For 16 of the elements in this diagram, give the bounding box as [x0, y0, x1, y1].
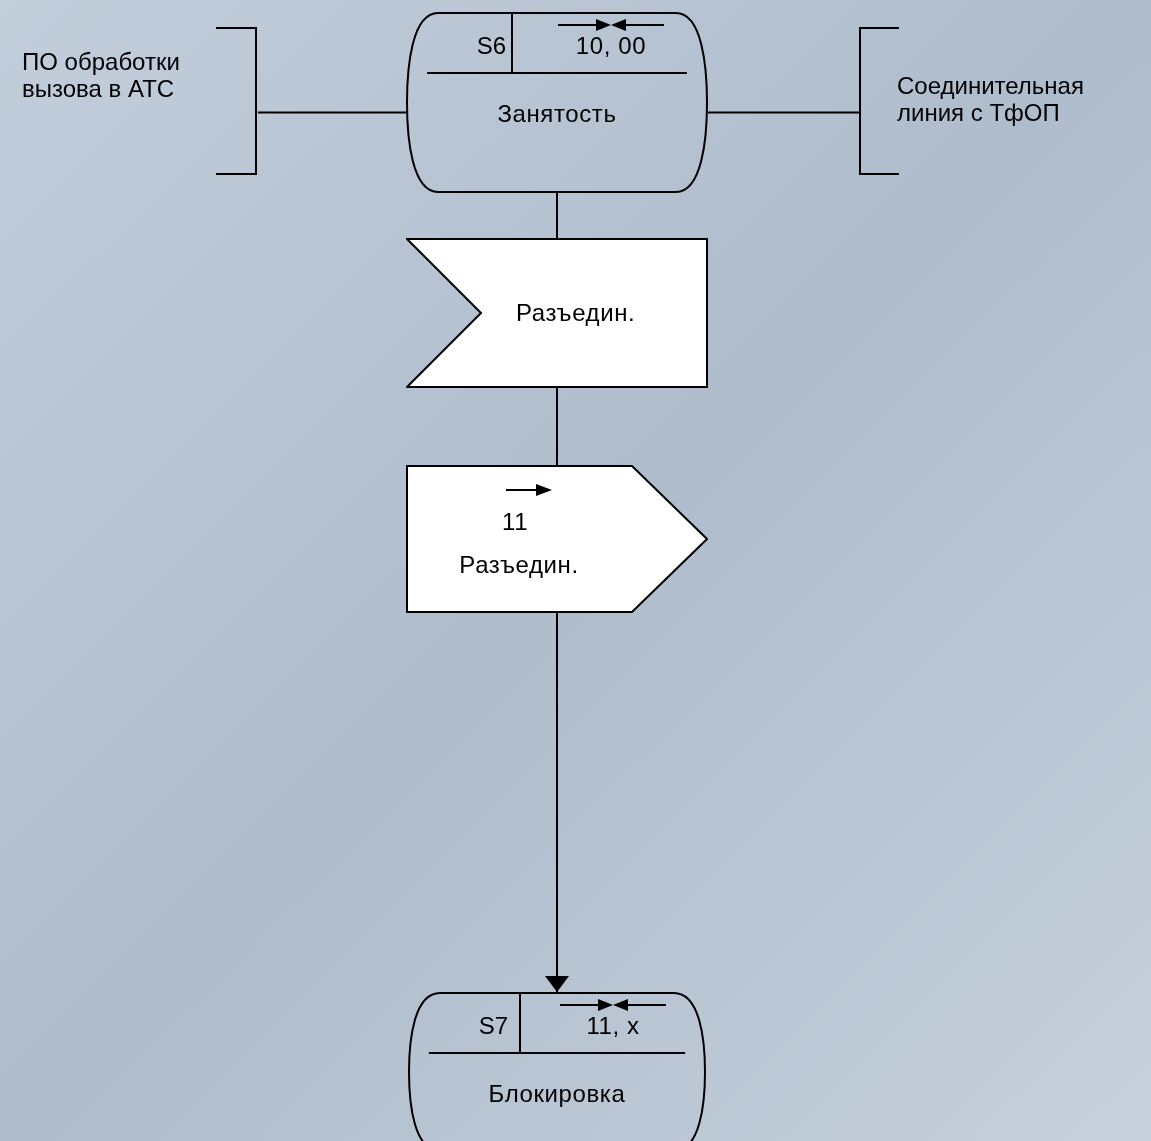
state-label: Блокировка	[487, 1082, 627, 1106]
annotation-text: Соединительная линия с ТфОП	[897, 73, 1085, 127]
state-name: S7	[477, 1014, 508, 1038]
state-label: Занятость	[496, 102, 618, 126]
state-parameters: 10, 00	[574, 34, 648, 58]
arrow	[545, 612, 569, 993]
state-name: S6	[475, 34, 506, 58]
connector-line	[707, 111, 860, 114]
connector-line	[556, 192, 558, 239]
signal-label: Разъедин.	[516, 301, 636, 325]
annotation-text: ПО обработки вызова в АТС	[22, 49, 181, 103]
connector-line	[257, 111, 407, 114]
state-parameters: 11, x	[585, 1014, 641, 1038]
signal-number: 11	[502, 510, 529, 534]
connector-line	[556, 387, 558, 466]
signal-label: Разъедин.	[458, 553, 580, 577]
